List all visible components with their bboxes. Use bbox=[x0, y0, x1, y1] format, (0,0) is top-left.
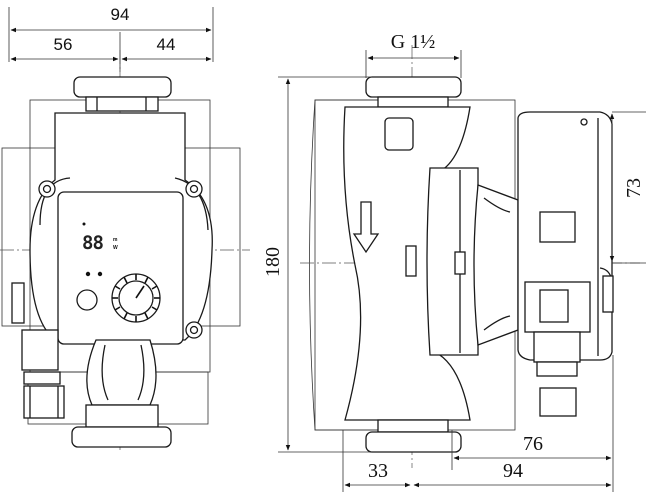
dim-label-180: 180 bbox=[262, 247, 284, 277]
side-top-flange-neck bbox=[377, 96, 449, 108]
side-cable-connector bbox=[539, 387, 577, 417]
dim-label-44: 44 bbox=[157, 35, 176, 54]
dimension-height: 180 bbox=[262, 76, 372, 453]
dimension-width-total: 94 bbox=[8, 5, 214, 62]
cable-gland bbox=[11, 282, 25, 324]
dimension-motor-depth: 76 bbox=[451, 355, 614, 492]
dim-label-33: 33 bbox=[368, 460, 388, 482]
side-bottom-flange bbox=[365, 431, 462, 453]
bottom-flange-neck bbox=[85, 404, 159, 428]
display-unit-w: W bbox=[113, 245, 118, 251]
connector-housing bbox=[21, 329, 59, 371]
dim-label-56: 56 bbox=[54, 35, 73, 54]
side-electronics-recess bbox=[539, 211, 576, 243]
motor-stator bbox=[473, 184, 519, 346]
cable-connector bbox=[23, 385, 65, 419]
display-digits: 88 bbox=[82, 232, 103, 254]
dimension-split: 56 44 bbox=[10, 32, 212, 72]
led-indicator-2 bbox=[97, 271, 103, 277]
bottom-flange bbox=[71, 426, 172, 448]
pump-casing-lower bbox=[86, 339, 157, 406]
control-panel bbox=[57, 191, 184, 345]
dim-label-73: 73 bbox=[623, 178, 645, 198]
motor-adapter bbox=[426, 167, 479, 356]
dim-label-94: 94 bbox=[111, 5, 130, 24]
adapter-slot bbox=[454, 251, 466, 275]
mode-button[interactable] bbox=[76, 289, 98, 311]
side-casing-slot bbox=[405, 245, 417, 277]
dim-label-76: 76 bbox=[523, 433, 543, 455]
dim-label-94-side: 94 bbox=[503, 460, 523, 482]
flow-direction-arrow bbox=[352, 201, 380, 254]
mount-lug-top-left bbox=[38, 180, 56, 198]
side-cable-nut bbox=[536, 361, 578, 377]
side-top-flange bbox=[365, 76, 462, 98]
side-casing-window bbox=[384, 117, 414, 151]
front-view: 88 m W bbox=[0, 5, 250, 450]
side-view: G 1½ 180 73 76 33 94 bbox=[262, 31, 646, 492]
mount-lug-top-right bbox=[185, 180, 203, 198]
dimension-motor-height: 73 bbox=[609, 111, 646, 264]
top-flange bbox=[73, 76, 172, 98]
setting-knob[interactable] bbox=[111, 273, 161, 323]
connector-plug-inner bbox=[539, 289, 569, 323]
dimension-depth: 33 94 bbox=[342, 430, 612, 492]
display-unit-m: m bbox=[113, 237, 118, 243]
mount-lug-bottom-right bbox=[185, 321, 203, 339]
top-flange-neck bbox=[85, 96, 159, 112]
connector-nut bbox=[23, 371, 61, 385]
side-tab bbox=[602, 275, 614, 313]
side-bottom-flange-neck bbox=[377, 419, 449, 433]
dimension-thread: G 1½ bbox=[365, 31, 462, 78]
dim-label-thread: G 1½ bbox=[391, 31, 435, 53]
connector-cable-boot bbox=[533, 331, 581, 363]
led-indicator-1 bbox=[85, 271, 91, 277]
